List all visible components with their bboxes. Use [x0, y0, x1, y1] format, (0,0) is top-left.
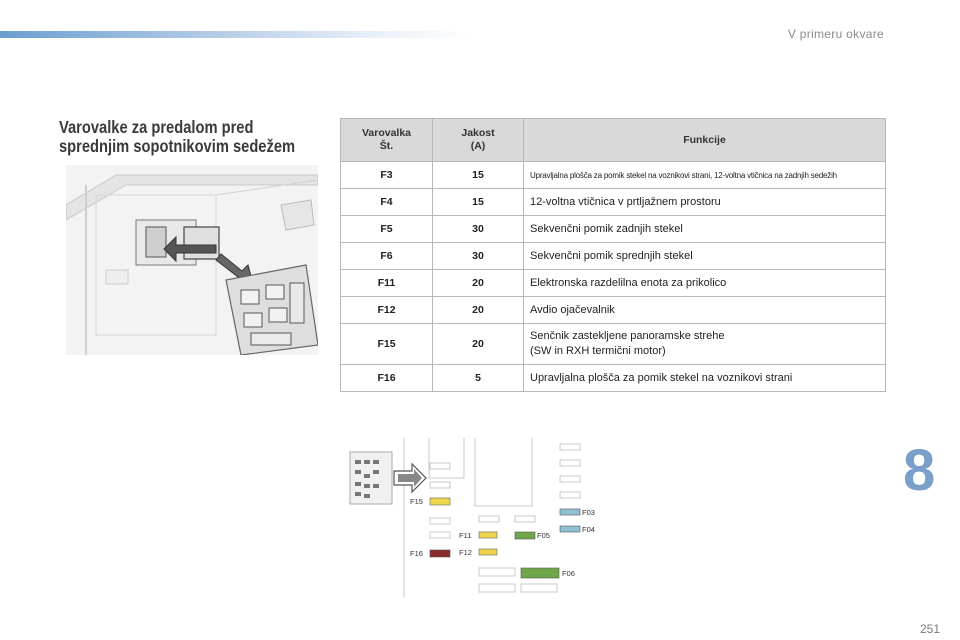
fuse-rating: 15	[432, 161, 524, 189]
heading-line-1: Varovalke za predalom pred	[59, 117, 254, 137]
fuse-number: F3	[340, 161, 433, 189]
fuse-function: Sekvenčni pomik zadnjih stekel	[523, 215, 886, 243]
fuse-function: Upravljalna plošča za pomik stekel na vo…	[523, 364, 886, 392]
fuse-rating: 5	[432, 364, 524, 392]
table-row: F15 20 Senčnik zastekljene panoramske st…	[340, 323, 886, 365]
label-f12: F12	[459, 548, 472, 557]
table-header-row: Varovalka Št. Jakost (A) Funkcije	[340, 118, 886, 162]
fusebox-diagram: F15 F16 F11 F12 F05 F06 F03 F04	[349, 438, 595, 598]
label-f06: F06	[562, 569, 575, 578]
fuse-number: F5	[340, 215, 433, 243]
fuse-function: Sekvenčni pomik sprednjih stekel	[523, 242, 886, 270]
heading-line-2: sprednjim sopotnikovim sedežem	[59, 136, 296, 156]
label-f04: F04	[582, 525, 595, 534]
fuse-number: F4	[340, 188, 433, 216]
fuse-rating: 30	[432, 242, 524, 270]
table-row: F5 30 Sekvenčni pomik zadnjih stekel	[340, 215, 886, 243]
fuse-function: Avdio ojačevalnik	[523, 296, 886, 324]
table-row: F4 15 12-voltna vtičnica v prtljažnem pr…	[340, 188, 886, 216]
glovebox-photo	[66, 165, 318, 355]
fuse-number: F12	[340, 296, 433, 324]
label-f03: F03	[582, 508, 595, 517]
table-row: F16 5 Upravljalna plošča za pomik stekel…	[340, 364, 886, 392]
fuse-marker-f16	[429, 549, 451, 558]
fuse-marker-f03	[559, 508, 581, 516]
table-row: F3 15 Upravljalna plošča za pomik stekel…	[340, 161, 886, 189]
header-fuse-number: Varovalka Št.	[340, 118, 433, 162]
label-f11: F11	[459, 531, 471, 540]
fuse-number: F11	[340, 269, 433, 297]
fuse-marker-f05	[514, 531, 536, 540]
header-rating: Jakost (A)	[432, 118, 524, 162]
fuse-marker-f15	[429, 497, 451, 506]
label-f15: F15	[410, 497, 423, 506]
fuse-rating: 20	[432, 323, 524, 365]
label-f05: F05	[537, 531, 550, 540]
fuse-marker-f06	[520, 567, 560, 579]
fuse-rating: 20	[432, 296, 524, 324]
section-title: V primeru okvare	[787, 27, 884, 41]
fuse-function: Elektronska razdelilna enota za prikolic…	[523, 269, 886, 297]
fuse-marker-f04	[559, 525, 581, 533]
fuse-function: 12-voltna vtičnica v prtljažnem prostoru	[523, 188, 886, 216]
page-heading: Varovalke za predalom pred sprednjim sop…	[59, 117, 296, 156]
chapter-number: 8	[903, 438, 936, 503]
header-accent-bar	[0, 31, 470, 38]
fuse-marker-f12	[478, 548, 498, 556]
header-functions: Funkcije	[523, 118, 886, 162]
table-row: F12 20 Avdio ojačevalnik	[340, 296, 886, 324]
table-row: F6 30 Sekvenčni pomik sprednjih stekel	[340, 242, 886, 270]
fuse-marker-f11	[478, 531, 498, 539]
fuse-table: Varovalka Št. Jakost (A) Funkcije F3 15 …	[340, 118, 886, 392]
table-row: F11 20 Elektronska razdelilna enota za p…	[340, 269, 886, 297]
fuse-number: F15	[340, 323, 433, 365]
page-number: 251	[919, 622, 940, 636]
fuse-number: F6	[340, 242, 433, 270]
fuse-number: F16	[340, 364, 433, 392]
fuse-rating: 20	[432, 269, 524, 297]
fuse-rating: 30	[432, 215, 524, 243]
fuse-function: Senčnik zastekljene panoramske strehe (S…	[523, 323, 886, 365]
fuse-rating: 15	[432, 188, 524, 216]
fuse-function: Upravljalna plošča za pomik stekel na vo…	[523, 161, 886, 189]
label-f16: F16	[410, 549, 423, 558]
